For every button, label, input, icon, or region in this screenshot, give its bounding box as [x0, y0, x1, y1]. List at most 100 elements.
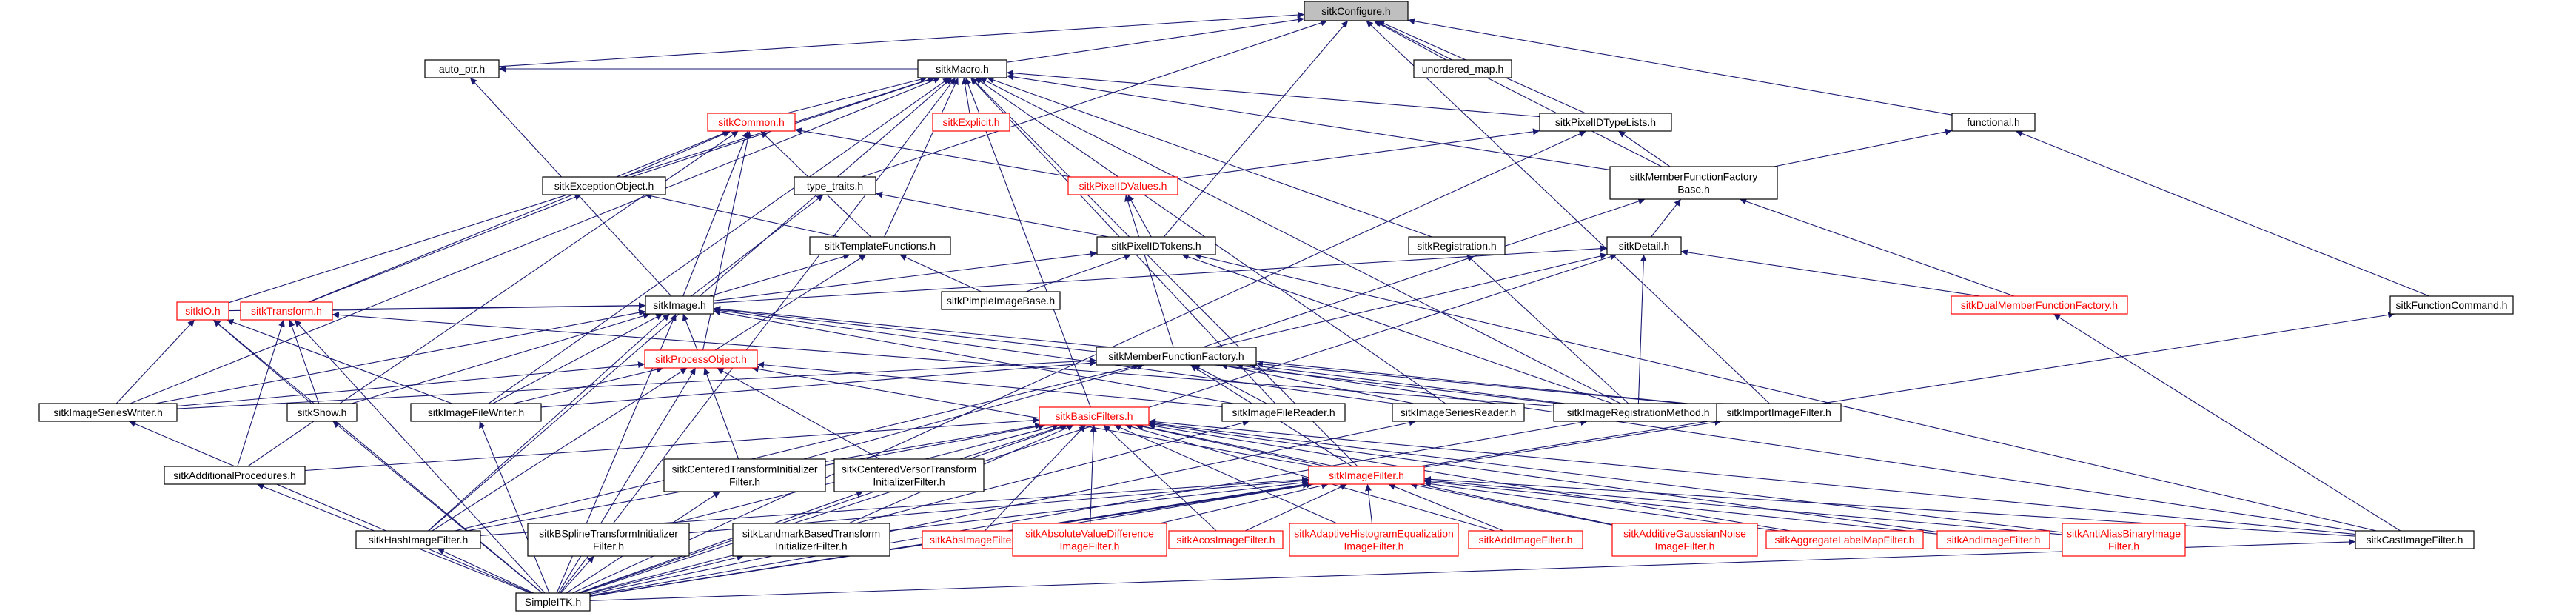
node-basicfilters[interactable]: sitkBasicFilters.h [1039, 406, 1150, 426]
include-arrow [1466, 254, 1629, 404]
edge-simpletk-to-hashimagefilter [437, 548, 534, 594]
node-pimpleimagebase[interactable]: sitkPimpleImageBase.h [941, 291, 1061, 310]
include-arrow [479, 421, 550, 594]
node-box [1413, 59, 1512, 78]
node-box [1951, 295, 2128, 315]
node-detail[interactable]: sitkDetail.h [1606, 236, 1682, 255]
node-box [515, 592, 591, 612]
node-label: auto_ptr.h [439, 63, 485, 75]
include-arrow [1255, 361, 1717, 407]
node-imagefilter[interactable]: sitkImageFilter.h [1308, 466, 1425, 485]
node-label: sitkPixelIDTokens.h [1111, 240, 1201, 252]
node-auto_ptr[interactable]: auto_ptr.h [424, 59, 500, 78]
include-arrow [1235, 362, 2356, 532]
node-label: sitkExceptionObject.h [554, 180, 654, 192]
edge-image-to-templatefunctions [709, 253, 851, 297]
include-arrow [1364, 483, 1373, 524]
edge-imageserieswriter-to-macro [130, 77, 941, 404]
node-additionalprocedures[interactable]: sitkAdditionalProcedures.h [164, 466, 306, 485]
edge-aggregatelabelmap-to-imagefilter [1423, 481, 1779, 532]
node-show[interactable]: sitkShow.h [286, 403, 358, 422]
node-functional[interactable]: functional.h [1951, 113, 2036, 132]
edge-simpletk-to-imageregistrationmethod [589, 419, 1588, 596]
include-arrow [624, 130, 731, 178]
include-arrow [332, 302, 646, 311]
node-hashimagefilter[interactable]: sitkHashImageFilter.h [355, 530, 481, 549]
node-functioncommand[interactable]: sitkFunctionCommand.h [2389, 295, 2514, 315]
edge-adaptivehistogram-to-imagefilter [1364, 483, 1373, 524]
edge-templatefunctions-to-macro [884, 77, 959, 238]
node-addimagefilter[interactable]: sitkAddImageFilter.h [1468, 530, 1583, 549]
node-type_traits[interactable]: type_traits.h [794, 176, 876, 195]
edge-centeredtransforminit-to-processobject [703, 367, 739, 460]
node-imagefilereader[interactable]: sitkImageFileReader.h [1221, 403, 1346, 422]
node-imagefilewriter[interactable]: sitkImageFileWriter.h [410, 403, 542, 422]
edge-imageregistrationmethod-to-registration [1466, 254, 1629, 404]
edge-centeredversortransforminit-to-processobject [717, 367, 880, 460]
node-pixelidtokens[interactable]: sitkPixelIDTokens.h [1096, 236, 1216, 255]
node-pixelidvalues[interactable]: sitkPixelIDValues.h [1067, 176, 1178, 195]
node-centeredversortransforminit[interactable]: sitkCenteredVersorTransformInitializerFi… [833, 458, 985, 492]
node-io[interactable]: sitkIO.h [176, 301, 229, 321]
node-explicit[interactable]: sitkExplicit.h [932, 113, 1010, 132]
node-importimagefilter[interactable]: sitkImportImageFilter.h [1716, 403, 1842, 422]
node-box [1609, 166, 1778, 200]
include-arrow [713, 309, 1234, 404]
node-box [176, 301, 229, 321]
node-label: Filter.h [593, 540, 624, 552]
node-dualmemberfactory[interactable]: sitkDualMemberFunctionFactory.h [1951, 295, 2128, 315]
include-arrow [1249, 362, 1566, 404]
node-image[interactable]: sitkImage.h [645, 295, 714, 315]
node-imageseriesreader[interactable]: sitkImageSeriesReader.h [1392, 403, 1525, 422]
node-box [932, 113, 1010, 132]
node-transform[interactable]: sitkTransform.h [240, 301, 333, 321]
edge-imagefilereader-to-memberfactory [1193, 364, 1267, 404]
node-templatefunctions[interactable]: sitkTemplateFunctions.h [809, 236, 951, 255]
node-andimagefilter[interactable]: sitkAndImageFilter.h [1936, 530, 2050, 549]
node-memberfactory[interactable]: sitkMemberFunctionFactory.h [1096, 346, 1257, 366]
node-label: InitializerFilter.h [873, 476, 945, 488]
node-acosimagefilter[interactable]: sitkAcosImageFilter.h [1168, 530, 1284, 549]
edge-absolutevaluedifference-to-basicfilters [1090, 424, 1097, 524]
node-adaptivehistogram[interactable]: sitkAdaptiveHistogramEqualizationImageFi… [1289, 523, 1459, 557]
node-castimagefilter[interactable]: sitkCastImageFilter.h [2355, 530, 2475, 549]
node-box [410, 403, 542, 422]
node-label: functional.h [1967, 116, 2020, 128]
include-arrow [703, 367, 739, 460]
node-label: sitkCastImageFilter.h [2367, 534, 2463, 546]
node-imageregistrationmethod[interactable]: sitkImageRegistrationMethod.h [1553, 403, 1723, 422]
edge-exceptionobject-to-common [624, 130, 731, 178]
edge-pimpleimagebase-to-pixelidtokens [1025, 253, 1132, 292]
include-arrow [1388, 483, 1504, 532]
include-arrow [488, 77, 950, 404]
node-aggregatelabelmap[interactable]: sitkAggregateLabelMapFilter.h [1765, 530, 1924, 549]
edge-imagefilereader-to-image [713, 309, 1234, 404]
node-common[interactable]: sitkCommon.h [707, 113, 796, 132]
include-arrow [428, 313, 670, 532]
include-arrow [1423, 478, 1938, 535]
edge-absimagefilter-to-basicfilters [985, 424, 1086, 532]
edge-macro-to-configure [1006, 16, 1305, 63]
include-arrow [589, 554, 744, 594]
node-landmarkbasedtransform[interactable]: sitkLandmarkBasedTransformInitializerFil… [732, 523, 890, 557]
node-pixelidtypelists[interactable]: sitkPixelIDTypeLists.h [1539, 113, 1672, 132]
node-simpletk[interactable]: SimpleITK.h [515, 592, 591, 612]
node-imageserieswriter[interactable]: sitkImageSeriesWriter.h [38, 403, 178, 422]
node-label: sitkMemberFunctionFactory.h [1108, 350, 1244, 362]
include-arrow [589, 419, 1588, 596]
include-arrow [985, 424, 1086, 532]
node-registration[interactable]: sitkRegistration.h [1408, 236, 1506, 255]
include-arrow [1244, 483, 1348, 532]
node-unordered_map[interactable]: unordered_map.h [1413, 59, 1512, 78]
node-processobject[interactable]: sitkProcessObject.h [644, 349, 758, 369]
include-arrow [176, 361, 645, 407]
node-macro[interactable]: sitkMacro.h [917, 59, 1007, 78]
node-exceptionobject[interactable]: sitkExceptionObject.h [542, 176, 666, 195]
